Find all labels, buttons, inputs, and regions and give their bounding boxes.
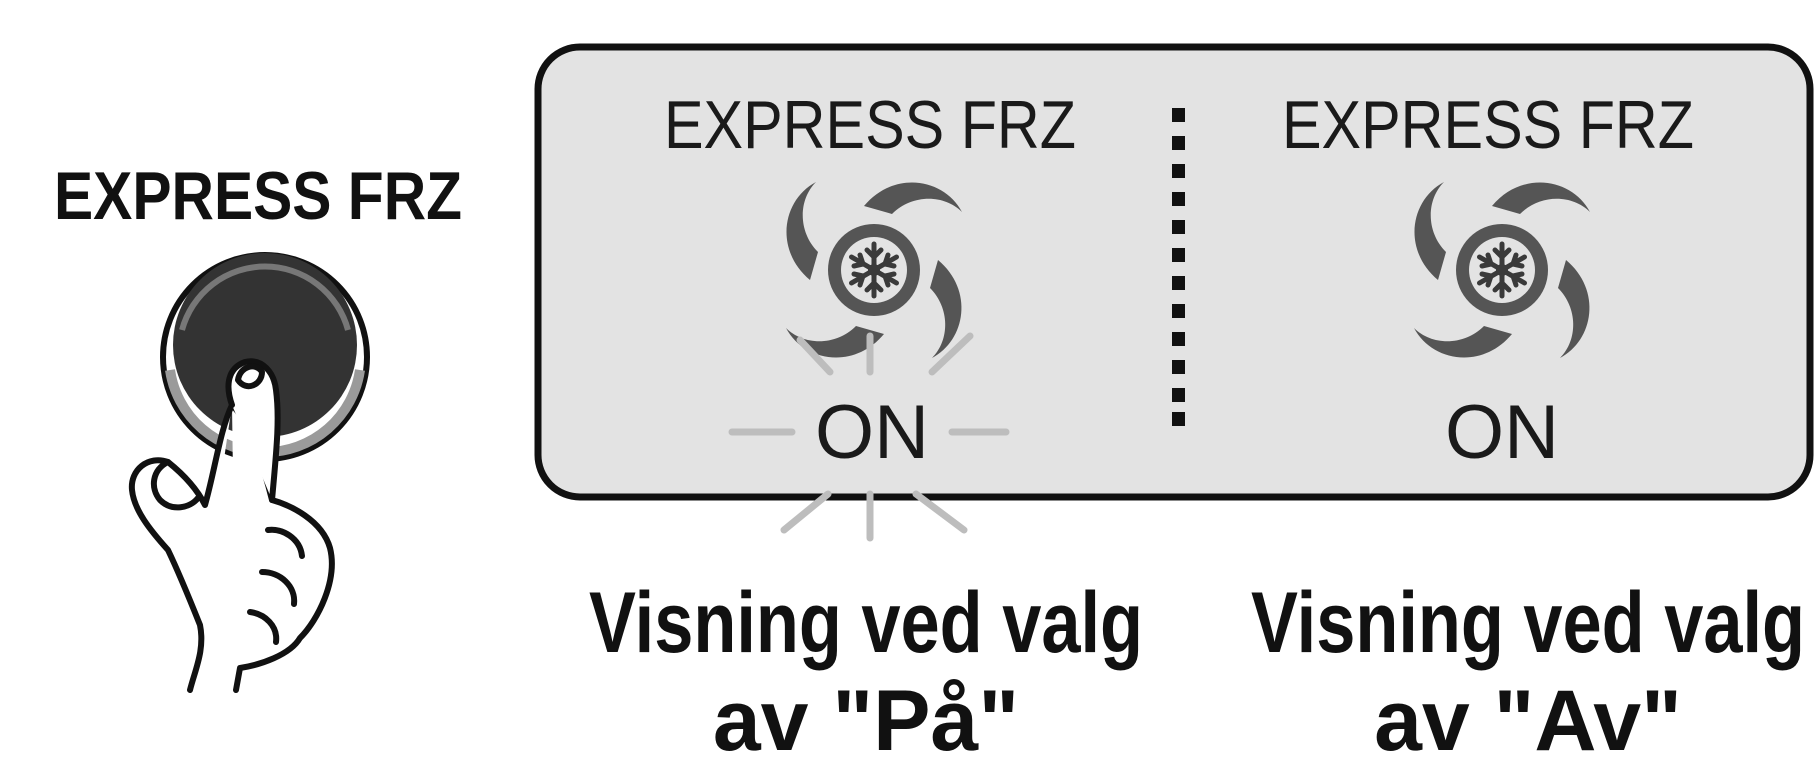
panel-on-state: EXPRESS FRZ ON — [664, 87, 1076, 542]
pointing-hand-icon — [128, 358, 335, 693]
caption-on: Visning ved valg av "På" — [589, 575, 1143, 761]
caption-line2: av "På" — [713, 673, 1019, 761]
caption-off: Visning ved valg av "Av" — [1251, 575, 1805, 761]
panel-header: EXPRESS FRZ — [1282, 87, 1694, 163]
panel-header: EXPRESS FRZ — [664, 87, 1076, 163]
express-frz-control[interactable]: EXPRESS FRZ — [54, 158, 462, 693]
display-panel: EXPRESS FRZ ON EXPRESS FRZ — [534, 43, 1814, 542]
push-button[interactable] — [160, 252, 370, 462]
caption-line1: Visning ved valg — [589, 575, 1143, 671]
button-label: EXPRESS FRZ — [54, 158, 462, 234]
status-on-label: ON — [1445, 390, 1559, 475]
status-on-label: ON — [815, 390, 929, 475]
caption-line2: av "Av" — [1374, 673, 1682, 761]
panel-divider — [1172, 108, 1185, 426]
blink-rays-icon — [728, 332, 1010, 542]
caption-line1: Visning ved valg — [1251, 575, 1805, 671]
panel-off-state: EXPRESS FRZ ON — [1282, 87, 1694, 475]
